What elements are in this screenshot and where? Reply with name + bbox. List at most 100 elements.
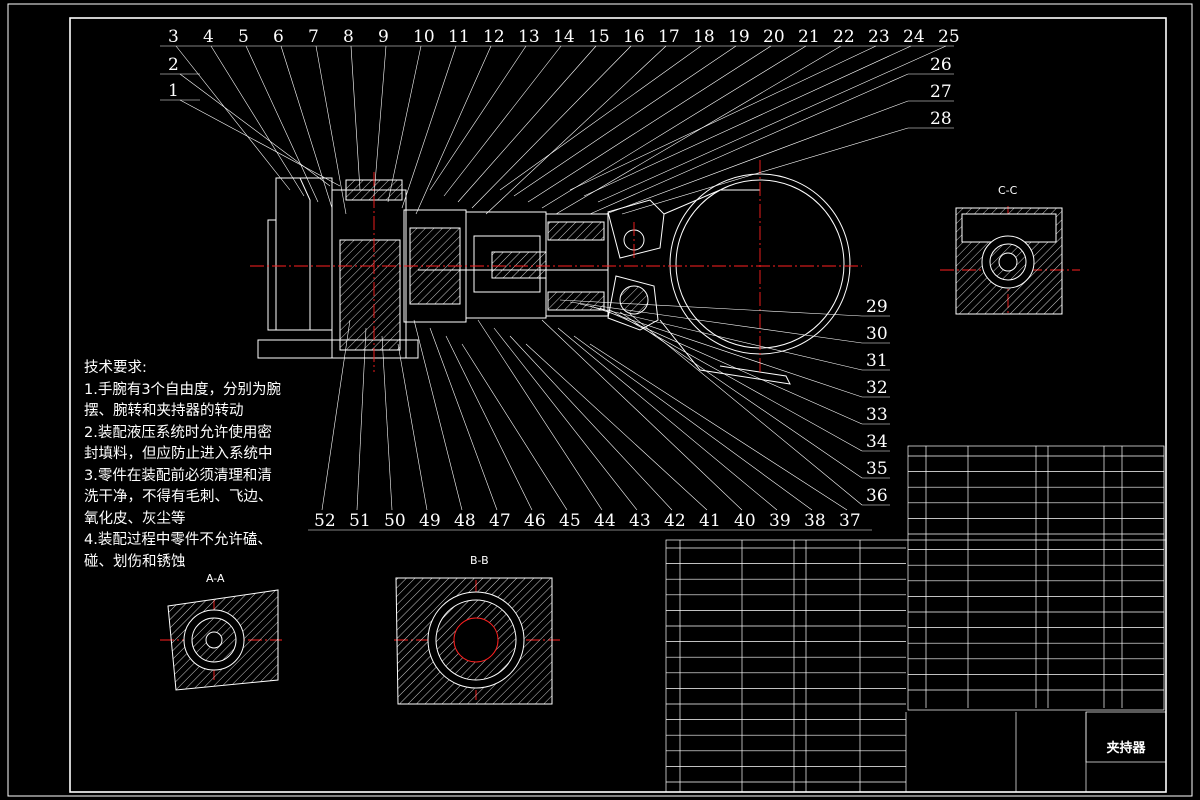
leader-line [356, 327, 367, 511]
leader-line [605, 100, 909, 215]
leader-line [210, 45, 305, 197]
leader-line [599, 307, 863, 425]
part-number-label: 27 [930, 82, 952, 102]
section-bb-label: B-B [470, 554, 489, 567]
tech-line: 氧化皮、灰尘等 [84, 510, 186, 527]
leader-line [583, 45, 912, 197]
leader-line [589, 305, 863, 398]
part-number-label: 26 [930, 55, 952, 75]
part-number-label: 30 [866, 324, 888, 344]
leader-line [629, 313, 863, 506]
leader-line [471, 45, 632, 209]
leader-line [429, 327, 498, 511]
leader-line [280, 45, 333, 209]
leader-line [589, 73, 909, 215]
leader-line [485, 45, 667, 215]
leader-line [569, 301, 863, 344]
part-number-label: 17 [658, 27, 680, 47]
leader-line [559, 299, 863, 317]
leader-line [541, 319, 743, 511]
part-number-label: 36 [866, 486, 888, 506]
leader-line [175, 45, 291, 191]
tech-line: 4.装配过程中零件不允许磕、 [84, 532, 272, 548]
part-number-label: 37 [839, 511, 861, 531]
part-number-label: 42 [664, 511, 686, 531]
leader-line [373, 45, 387, 197]
part-number-label: 6 [273, 27, 284, 47]
technical-requirements: 技术要求: 1.手腕有3个自由度，分别为腕 摆、腕转和夹持器的转动 2.装配液压… [84, 358, 304, 573]
part-number-label: 48 [454, 511, 476, 531]
leader-line [527, 45, 772, 203]
part-number-label: 45 [559, 511, 581, 531]
section-aa-label: A-A [206, 572, 225, 585]
main-assembly-view [257, 173, 851, 385]
part-number-label: 35 [866, 459, 888, 479]
part-number-label: 31 [866, 351, 888, 371]
leader-line [413, 319, 463, 511]
part-number-label: 2 [168, 55, 179, 75]
part-number-label: 7 [308, 27, 319, 47]
part-number-label: 33 [866, 405, 888, 425]
leader-line [445, 335, 533, 511]
section-aa-view [167, 589, 279, 691]
part-number-label: 49 [419, 511, 441, 531]
section-bb-view [395, 577, 553, 705]
leader-line [381, 335, 393, 511]
drawing-title: 夹持器 [1106, 741, 1146, 756]
part-number-label: 38 [804, 511, 826, 531]
drawing-frame [7, 3, 1193, 797]
leader-line [429, 45, 527, 191]
tech-line: 碰、划伤和锈蚀 [84, 553, 186, 570]
leader-line [350, 45, 361, 191]
part-number-label: 8 [343, 27, 354, 47]
leader-line [499, 45, 702, 191]
part-number-label: 43 [629, 511, 651, 531]
leader-line [573, 335, 813, 511]
part-number-label: 25 [938, 27, 960, 47]
part-number-label: 32 [866, 378, 888, 398]
tech-line: 3.零件在装配前必须清理和清 [84, 467, 272, 484]
part-number-label: 10 [413, 27, 435, 47]
leader-line [579, 303, 863, 371]
part-number-label: 21 [798, 27, 820, 47]
part-number-label: 39 [769, 511, 791, 531]
part-number-label: 41 [699, 511, 721, 531]
section-cc-view [955, 207, 1063, 315]
part-number-label: 28 [930, 109, 952, 129]
leader-line [569, 45, 877, 191]
part-number-label: 15 [588, 27, 610, 47]
tech-line: 封填料，但应防止进入系统中 [84, 446, 273, 462]
leader-line [179, 99, 341, 187]
part-number-label: 44 [594, 511, 616, 531]
part-number-label: 24 [903, 27, 925, 47]
leader-line [509, 335, 673, 511]
part-number-label: 1 [168, 81, 179, 101]
part-number-label: 20 [763, 27, 785, 47]
part-number-label: 29 [866, 297, 888, 317]
leader-line [589, 343, 848, 511]
part-number-label: 46 [524, 511, 546, 531]
part-number-label: 47 [489, 511, 511, 531]
part-number-label: 50 [384, 511, 406, 531]
leader-line [555, 45, 842, 215]
part-number-label: 51 [349, 511, 371, 531]
leader-line [315, 45, 347, 215]
part-number-label: 52 [314, 511, 336, 531]
leader-line [245, 45, 319, 203]
part-number-label: 18 [693, 27, 715, 47]
part-number-label: 14 [553, 27, 575, 47]
part-number-label: 19 [728, 27, 750, 47]
part-number-label: 22 [833, 27, 855, 47]
leader-line [457, 45, 597, 203]
tech-line: 1.手腕有3个自由度，分别为腕 [84, 381, 282, 398]
leader-line [443, 45, 562, 197]
leader-line [321, 319, 351, 511]
tech-line: 摆、腕转和夹持器的转动 [84, 403, 244, 419]
part-number-label: 11 [448, 27, 470, 47]
leader-line [401, 45, 457, 209]
leader-line [415, 45, 492, 215]
leader-lines [160, 45, 954, 531]
leader-line [597, 45, 947, 203]
leader-line [387, 45, 422, 203]
